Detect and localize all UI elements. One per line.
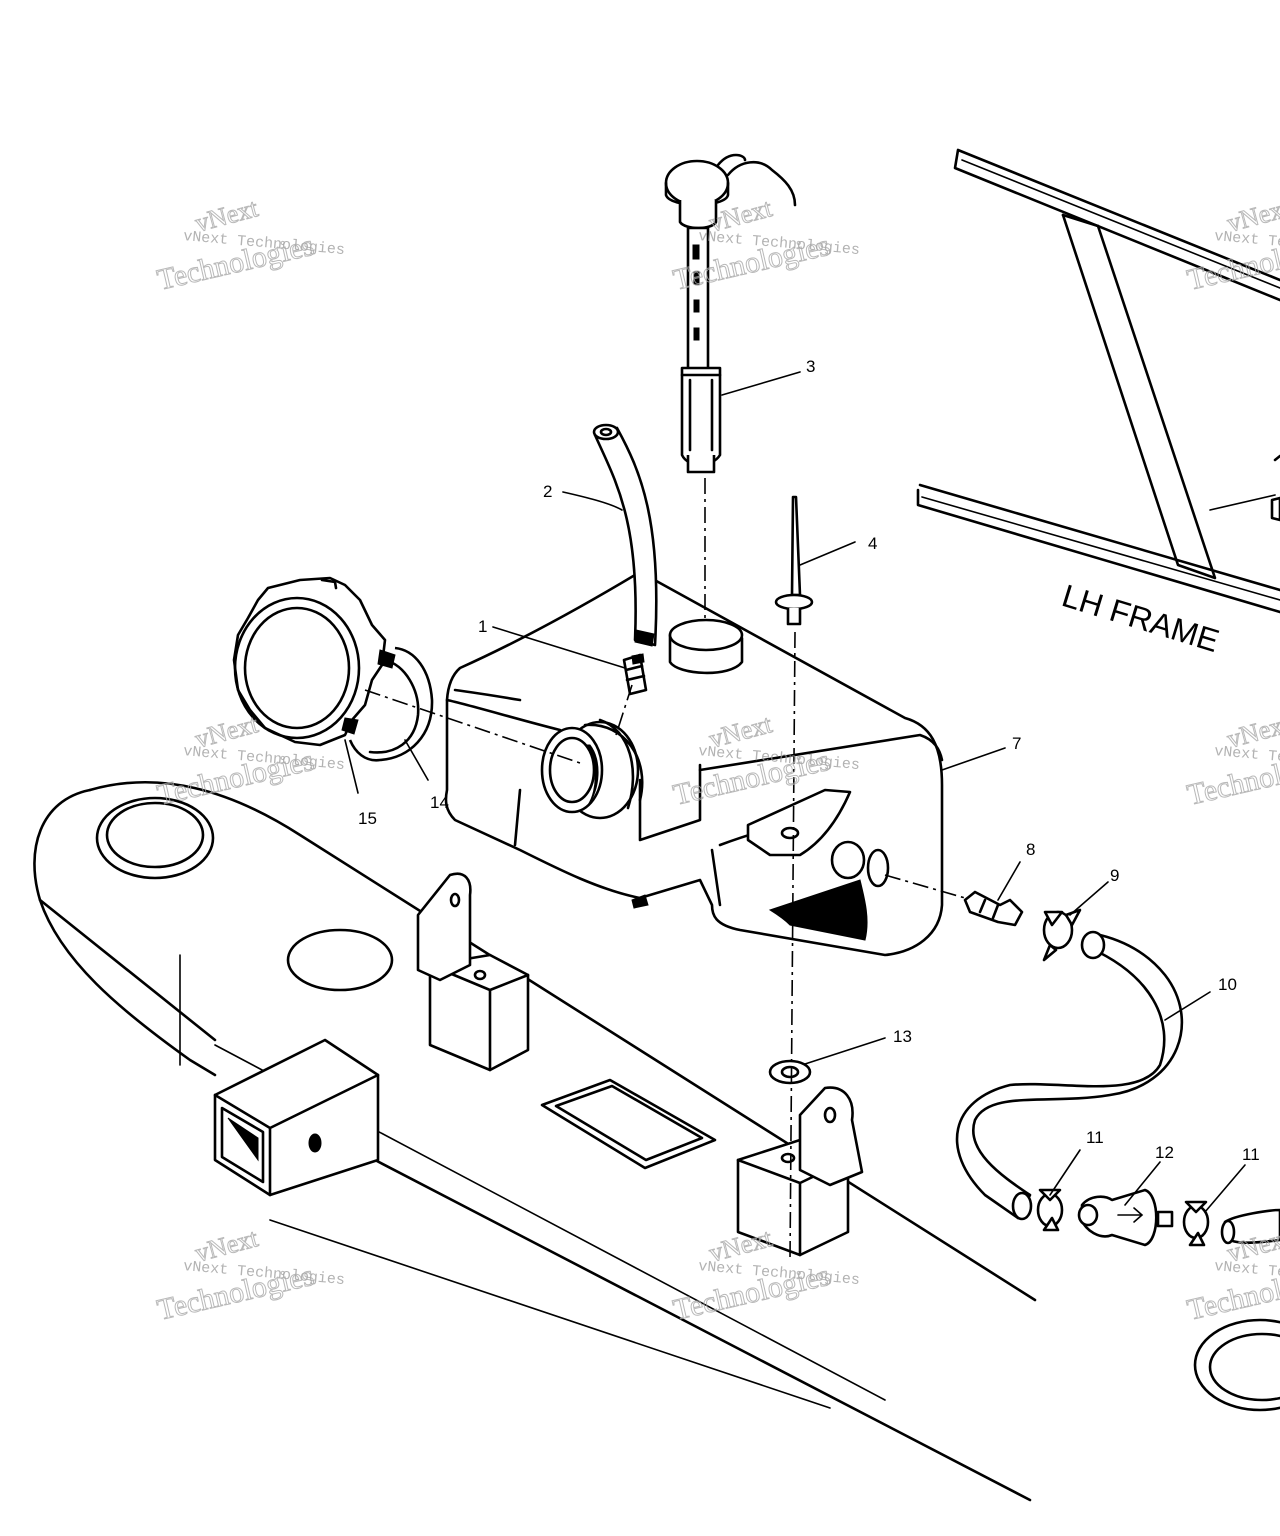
lh-frame-label: LH FRAME	[1058, 577, 1223, 659]
callout-7: 7	[1012, 734, 1021, 753]
hose-end	[1193, 1208, 1280, 1412]
mounting-bolt	[774, 495, 814, 626]
callout-3: 3	[806, 357, 815, 376]
watermark-mid-right: vNext vNext Technologies Technologies	[1184, 709, 1280, 813]
watermark-top-left: vNext vNext Technologies Technologies	[154, 193, 346, 298]
fitting	[622, 653, 648, 696]
callout-15: 15	[358, 809, 377, 828]
lh-frame	[916, 148, 1280, 614]
callout-13: 13	[893, 1027, 912, 1046]
inline-filter	[1077, 1188, 1174, 1247]
callout-10: 10	[1218, 975, 1237, 994]
hose-clamp	[1042, 908, 1082, 962]
vent-hose	[592, 423, 658, 647]
callout-1: 1	[478, 617, 487, 636]
callout-8: 8	[1026, 840, 1035, 859]
oil-tank	[444, 570, 944, 957]
dipstick	[664, 153, 797, 474]
leader-lines	[344, 371, 1246, 1213]
hose-fitting	[963, 890, 1024, 927]
assembly-lines	[364, 478, 966, 1261]
hose-clamp	[1036, 1188, 1064, 1232]
watermark-top-right: vNext vNext Technologies Technologies	[1184, 193, 1280, 298]
callout-4: 4	[868, 534, 877, 553]
watermark-bottom-left: vNext vNext Technologies Technologies	[154, 1223, 346, 1328]
callout-12: 12	[1155, 1143, 1174, 1162]
frame-rail	[33, 780, 1037, 1502]
tank-cap	[232, 576, 434, 762]
callout-11b: 11	[1242, 1145, 1260, 1164]
callout-11a: 11	[1086, 1128, 1104, 1147]
callout-14: 14	[430, 793, 449, 812]
hose-clamp	[1182, 1200, 1210, 1247]
oil-hose	[955, 930, 1183, 1221]
washer	[768, 1059, 812, 1085]
callouts: 1 2 3 4 7 8 9 10 11 12 11 13 14 15	[358, 357, 1260, 1164]
callout-9: 9	[1110, 866, 1119, 885]
callout-2: 2	[543, 482, 552, 501]
